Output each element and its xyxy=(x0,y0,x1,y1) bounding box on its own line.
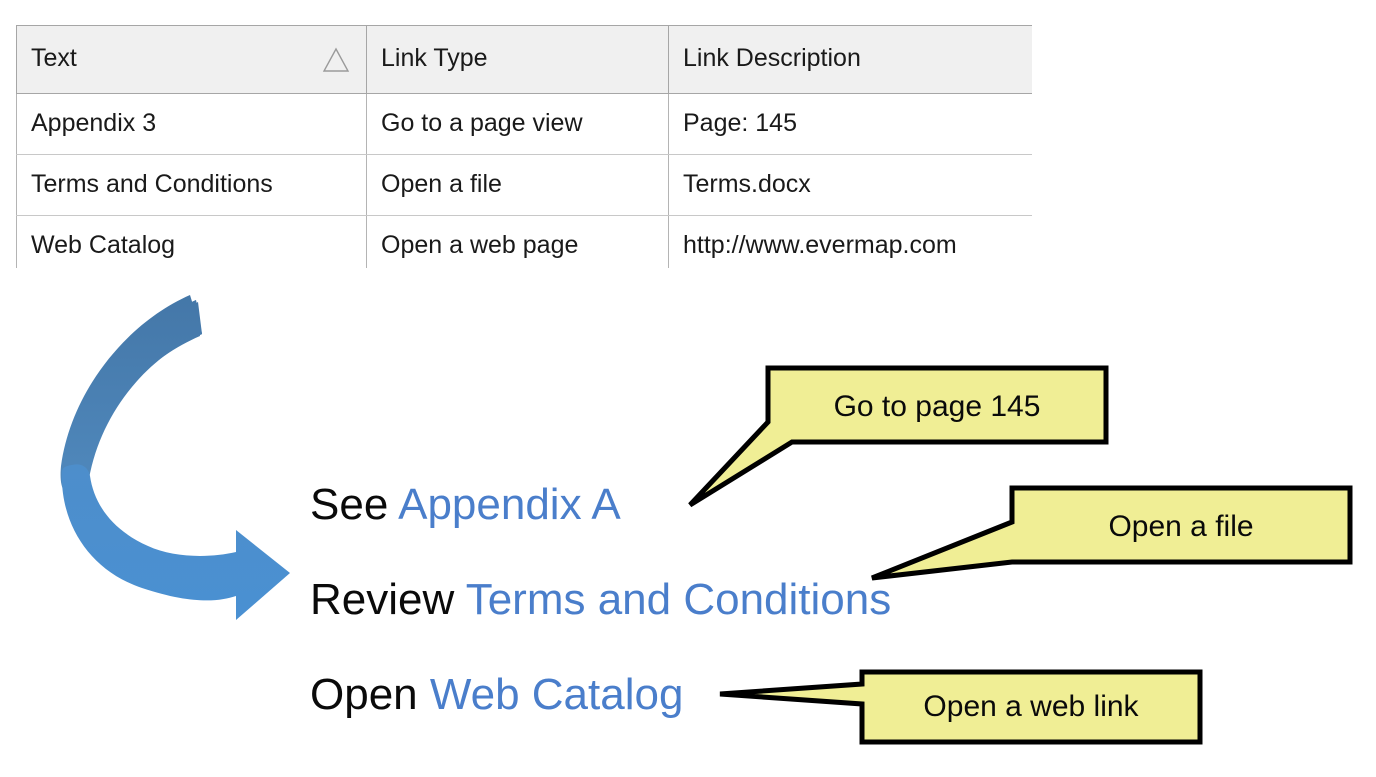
column-header-link-description[interactable]: Link Description xyxy=(668,25,1032,94)
doc-line-3-prefix: Open xyxy=(310,670,430,719)
column-header-text[interactable]: Text xyxy=(16,25,367,94)
doc-line-1-prefix: See xyxy=(310,480,399,529)
cell-text: Web Catalog xyxy=(16,215,367,268)
cell-text: Appendix 3 xyxy=(16,93,367,155)
doc-line-2-prefix: Review xyxy=(310,575,466,624)
links-table-element: Text Link Type Link Description Appendix xyxy=(16,25,1032,268)
cell-link-type: Open a file xyxy=(366,154,669,216)
sort-ascending-triangle-icon[interactable] xyxy=(322,47,350,73)
callout-go-to-page-label: Go to page 145 xyxy=(833,390,1041,423)
column-header-link-type[interactable]: Link Type xyxy=(366,25,669,94)
table-row[interactable]: Web Catalog Open a web page http://www.e… xyxy=(16,215,1032,268)
cell-text: Terms and Conditions xyxy=(16,154,367,216)
column-header-link-type-label: Link Type xyxy=(381,43,488,72)
callout-open-a-file-label: Open a file xyxy=(1108,510,1254,543)
curved-arrow-icon xyxy=(50,290,300,625)
hyperlink-web-catalog[interactable]: Web Catalog xyxy=(429,670,684,719)
cell-link-description: Page: 145 xyxy=(668,93,1032,155)
hyperlink-terms-and-conditions[interactable]: Terms and Conditions xyxy=(465,575,892,624)
callout-open-a-web-link-label: Open a web link xyxy=(923,690,1139,723)
callout-open-a-file xyxy=(871,485,1353,581)
table-row[interactable]: Appendix 3 Go to a page view Page: 145 xyxy=(16,93,1032,155)
cell-link-type: Go to a page view xyxy=(366,93,669,155)
column-header-text-label: Text xyxy=(31,43,77,72)
cell-link-description: Terms.docx xyxy=(668,154,1032,216)
document-line-see-appendix: See Appendix A xyxy=(310,483,621,527)
cell-link-description: http://www.evermap.com xyxy=(668,215,1032,268)
table-row[interactable]: Terms and Conditions Open a file Terms.d… xyxy=(16,154,1032,216)
link-properties-table[interactable]: Text Link Type Link Description Appendix xyxy=(16,25,1032,268)
table-header-row: Text Link Type Link Description xyxy=(16,25,1032,94)
hyperlink-appendix-a[interactable]: Appendix A xyxy=(398,480,621,529)
callout-go-to-page xyxy=(688,365,1109,508)
document-line-open-web-catalog: Open Web Catalog xyxy=(310,673,683,717)
cell-link-type: Open a web page xyxy=(366,215,669,268)
document-line-review-terms: Review Terms and Conditions xyxy=(310,578,891,622)
column-header-link-description-label: Link Description xyxy=(683,43,861,72)
callout-open-a-web-link xyxy=(719,669,1203,745)
